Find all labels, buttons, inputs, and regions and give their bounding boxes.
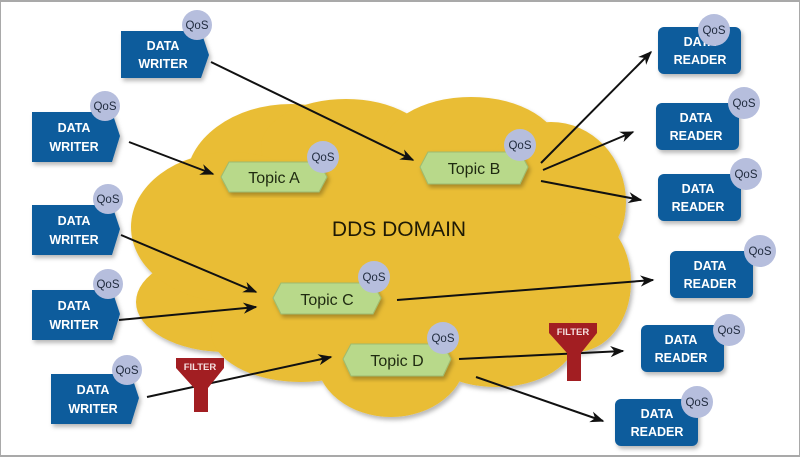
topic-label: Topic C [300,292,353,309]
qos-badge: QoS [96,279,119,291]
arrow-w3-topic-c [120,234,258,293]
arrow-topic-d-r5 [458,346,625,360]
data-reader-6[interactable]: DATA READER QoS [615,386,713,446]
writer-label-line1: DATA [58,121,91,135]
topic-label: Topic A [248,170,300,187]
reader-label-line2: READER [631,425,684,439]
data-reader-4[interactable]: DATA READER QoS [670,235,776,298]
qos-badge: QoS [185,20,208,32]
qos-badge: QoS [685,397,708,409]
arrow-topic-b-r1 [540,51,652,164]
reader-label-line2: READER [674,53,727,67]
filter-reader-side: FILTER [549,323,597,381]
reader-label-line1: DATA [694,259,727,273]
reader-label-line1: DATA [665,333,698,347]
writer-label-line2: WRITER [49,140,98,154]
data-writer-4[interactable]: DATA WRITER QoS [32,269,123,340]
reader-label-line2: READER [684,277,737,291]
topic-c[interactable]: Topic C QoS [272,261,390,315]
topic-label: Topic B [448,161,500,178]
qos-badge: QoS [431,333,454,345]
reader-label-line1: DATA [641,407,674,421]
dds-domain-cloud [131,97,631,417]
arrow-topic-c-r4 [396,275,655,301]
arrow-topic-b-r2 [542,131,635,171]
arrow-w5-topic-d [146,354,333,398]
data-reader-2[interactable]: DATA READER QoS [656,87,760,150]
arrow-w4-topic-c [118,302,258,321]
writer-label-line2: WRITER [49,318,98,332]
reader-label-line2: READER [670,129,723,143]
data-reader-1[interactable]: DATA READER QoS [658,14,741,74]
qos-badge: QoS [702,25,725,37]
qos-badge: QoS [311,152,334,164]
qos-badge: QoS [362,272,385,284]
topic-a[interactable]: Topic A QoS [220,141,339,193]
qos-badge: QoS [115,365,138,377]
arrow-topic-b-r3 [540,180,643,204]
topic-b[interactable]: Topic B QoS [419,129,536,185]
arrow-topic-d-r6 [475,376,605,423]
reader-label-line1: DATA [682,182,715,196]
writer-label-line2: WRITER [49,233,98,247]
data-writer-5[interactable]: DATA WRITER QoS [51,355,142,424]
writer-label-line1: DATA [77,383,110,397]
data-reader-5[interactable]: DATA READER QoS [641,314,745,372]
qos-badge: QoS [717,325,740,337]
qos-badge: QoS [732,98,755,110]
topic-label: Topic D [370,353,423,370]
writer-label-line1: DATA [58,214,91,228]
qos-badge: QoS [93,101,116,113]
reader-label-line1: DATA [680,111,713,125]
arrows-layer [118,51,655,423]
filter-label: FILTER [557,327,590,338]
data-writer-2[interactable]: DATA WRITER QoS [32,91,120,162]
data-writer-3[interactable]: DATA WRITER QoS [32,184,123,255]
arrow-w2-topic-a [128,141,215,175]
writer-label-line1: DATA [58,299,91,313]
domain-label: DDS DOMAIN [332,218,466,241]
arrow-w1-topic-b [210,61,415,161]
qos-badge: QoS [748,246,771,258]
writer-label-line1: DATA [147,39,180,53]
qos-badge: QoS [96,194,119,206]
reader-label-line2: READER [655,351,708,365]
filter-label: FILTER [184,362,217,373]
topic-d[interactable]: Topic D QoS [342,322,459,377]
qos-badge: QoS [508,140,531,152]
data-reader-3[interactable]: DATA READER QoS [658,158,762,221]
writer-label-line2: WRITER [138,57,187,71]
reader-label-line2: READER [672,200,725,214]
qos-badge: QoS [734,169,757,181]
filter-writer-side: FILTER [176,358,224,412]
data-writer-1[interactable]: DATA WRITER QoS [121,10,212,78]
writer-label-line2: WRITER [68,402,117,416]
